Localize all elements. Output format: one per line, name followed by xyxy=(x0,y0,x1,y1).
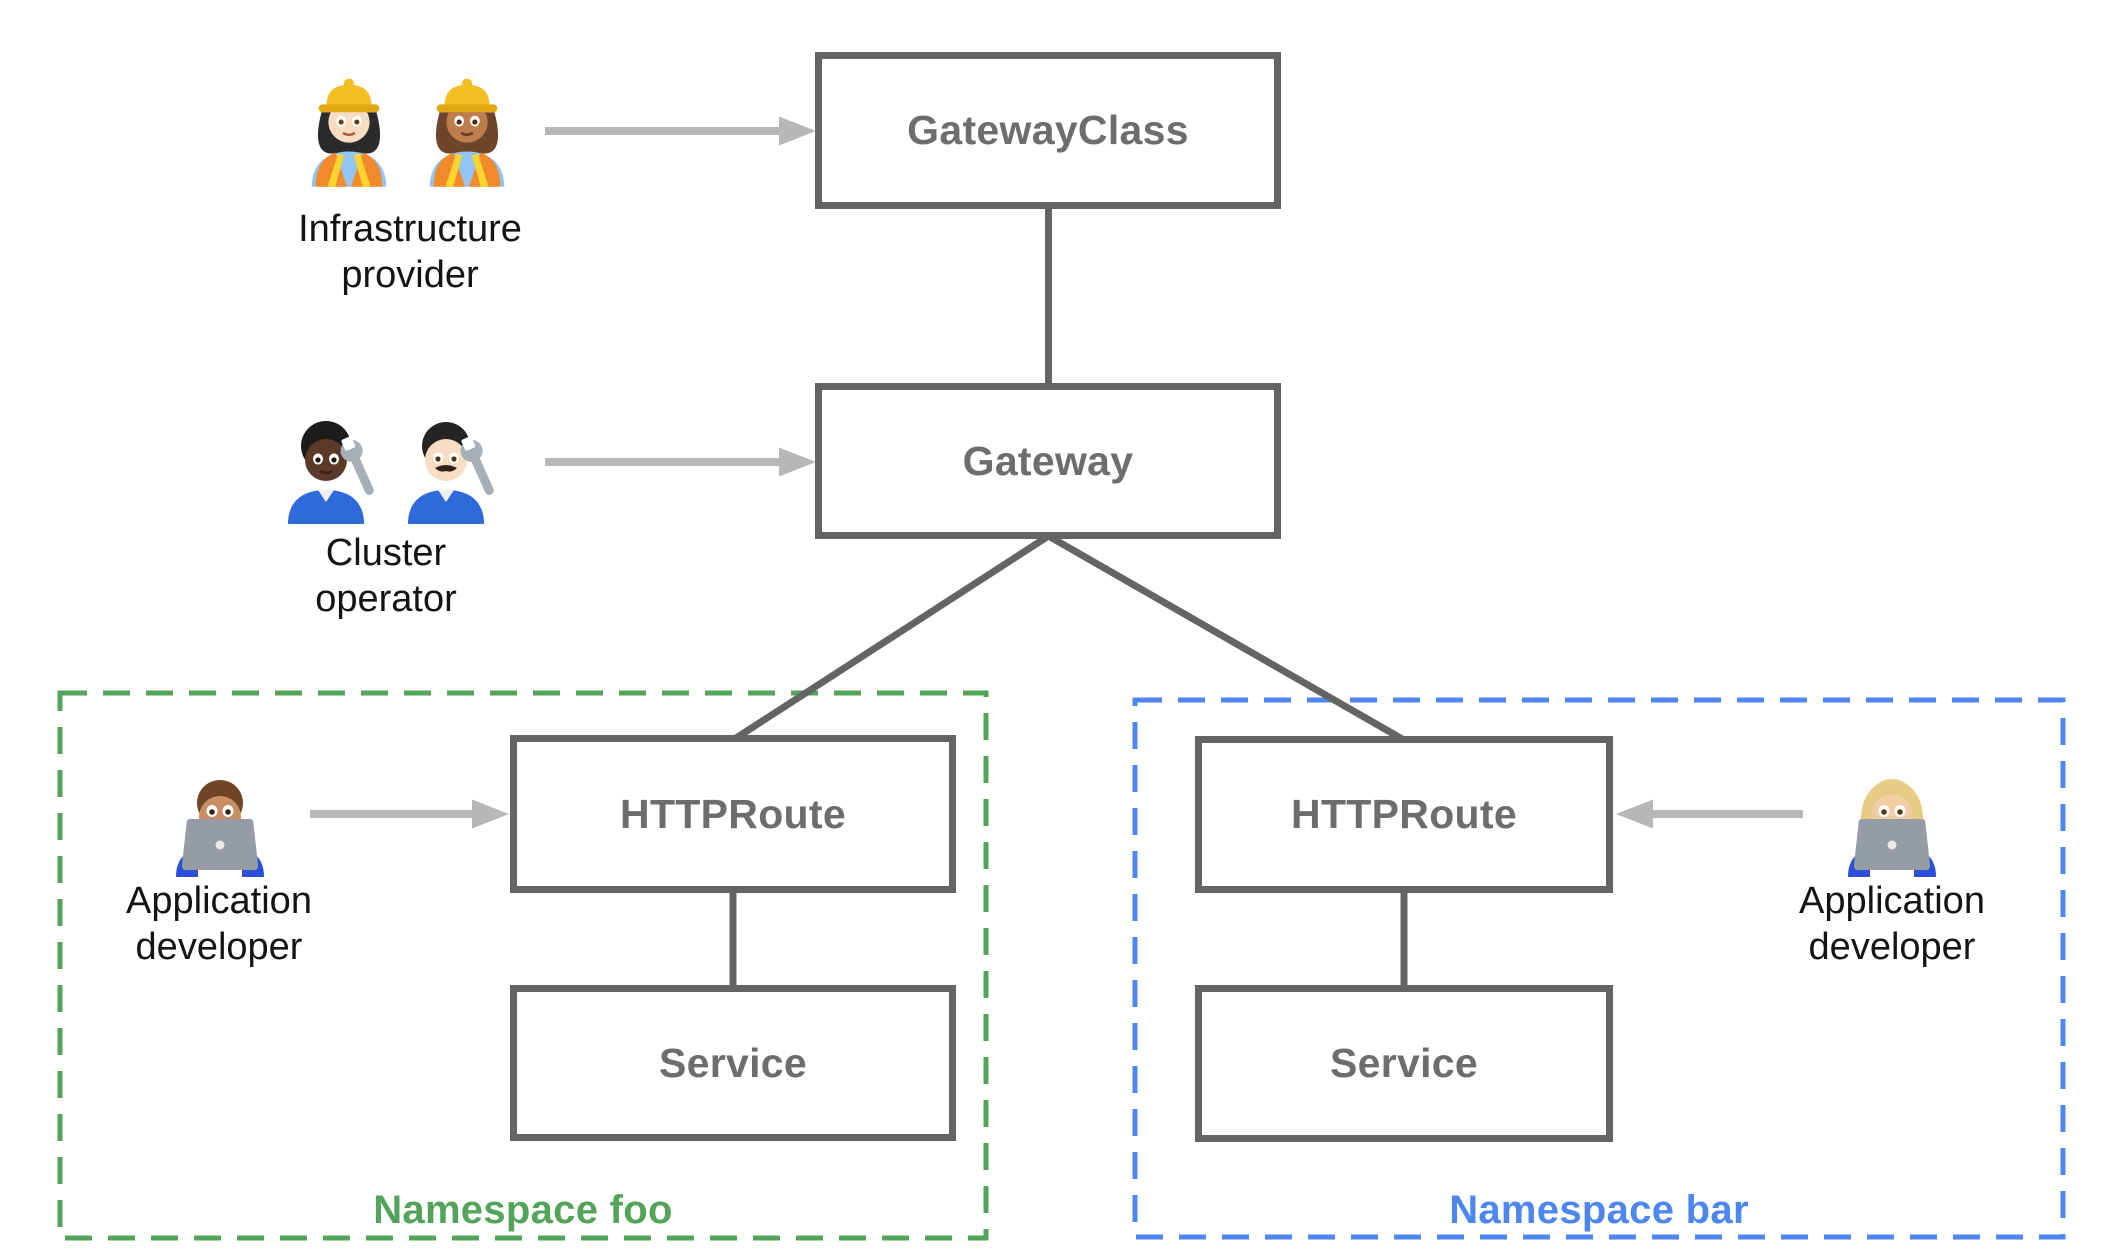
edge-gateway-httproute-bar xyxy=(1046,532,1406,744)
application-developer-bar-label: Application developer xyxy=(1799,880,1985,968)
application-developer-foo-label: Application developer xyxy=(126,880,312,968)
woman-construction-worker-light-icon xyxy=(311,78,387,187)
man-mechanic-light-icon xyxy=(408,422,494,524)
actor-application-developer-foo xyxy=(164,753,276,877)
cluster-operator-label: Cluster operator xyxy=(315,532,457,620)
namespace-label-bar: Namespace bar xyxy=(1449,1188,1749,1232)
arrow-infrastructure-provider-to-gatewayclass xyxy=(545,116,816,146)
actor-cluster-operator xyxy=(274,400,498,524)
node-gatewayclass: GatewayClass xyxy=(815,52,1281,209)
actor-infrastructure-provider xyxy=(298,64,518,188)
node-httproute-foo: HTTPRoute xyxy=(510,735,956,893)
arrow-app-developer-to-httproute-foo xyxy=(310,799,509,829)
namespace-label-foo: Namespace foo xyxy=(373,1188,673,1232)
node-service-bar: Service xyxy=(1195,985,1613,1142)
arrow-app-developer-to-httproute-bar xyxy=(1616,799,1803,829)
edge-gateway-httproute-foo xyxy=(731,533,1051,743)
node-httproute-bar: HTTPRoute xyxy=(1195,736,1613,893)
node-gateway: Gateway xyxy=(815,383,1281,539)
infrastructure-provider-label: Infrastructure provider xyxy=(298,208,522,296)
arrow-cluster-operator-to-gateway xyxy=(545,447,816,477)
node-service-foo: Service xyxy=(510,985,956,1141)
mechanic-dark-icon xyxy=(288,421,374,524)
man-technologist-icon xyxy=(176,780,264,877)
namespace-foo-boundary xyxy=(57,690,989,1241)
actor-application-developer-bar xyxy=(1836,753,1948,877)
woman-construction-worker-medium-icon xyxy=(429,78,505,187)
woman-technologist-icon xyxy=(1848,779,1936,877)
